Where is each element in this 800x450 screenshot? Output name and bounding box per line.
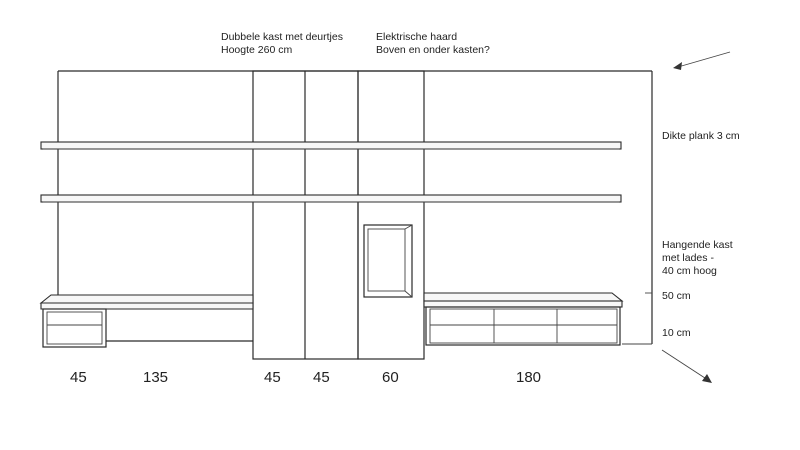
- double-cabinet-note-line1: Dubbele kast met deurtjes: [221, 31, 343, 43]
- left-drawer-inner: [46, 311, 103, 345]
- right-low-plank-top: [423, 292, 624, 302]
- left-drawer-box: [42, 308, 107, 348]
- width-label-45-left: 45: [70, 369, 87, 386]
- fireplace-note-line1: Elektrische haard: [376, 31, 458, 43]
- fireplace-opening: [363, 224, 413, 298]
- arrow-top-line: [677, 51, 731, 68]
- fireplace-note-line2: Boven en onder kasten?: [376, 44, 490, 56]
- hanging-note-line3: 40 cm hoog: [662, 265, 717, 277]
- hanging-note-line1: Hangende kast: [662, 239, 733, 251]
- fireplace-column: [357, 70, 425, 360]
- arrow-top-head: [673, 62, 682, 70]
- fireplace-depth-line: [404, 224, 413, 230]
- left-low-plank: [40, 302, 254, 310]
- floating-shelf-bottom: [40, 194, 622, 203]
- left-low-plank-top: [39, 294, 254, 304]
- height-50-label: 50 cm: [662, 290, 691, 302]
- right-low-plank: [423, 300, 623, 308]
- shelf-thickness-note: Dikte plank 3 cm: [662, 130, 740, 142]
- floating-shelf-top: [40, 141, 622, 150]
- width-label-45-cabinet-a: 45: [264, 369, 281, 386]
- fireplace-inner: [367, 228, 406, 292]
- height-10-label: 10 cm: [662, 327, 691, 339]
- width-label-60: 60: [382, 369, 399, 386]
- hanging-note-line2: met lades -: [662, 252, 714, 264]
- arrow-bottom-head: [702, 374, 712, 383]
- hanging-drawer-cabinet: [425, 306, 621, 346]
- arrow-bottom-line: [661, 349, 709, 381]
- double-cabinet-note: Dubbele kast met deurtjes Hoogte 260 cm: [221, 31, 343, 57]
- fireplace-depth-line: [404, 290, 413, 298]
- width-label-180: 180: [516, 369, 542, 386]
- double-cabinet-note-line2: Hoogte 260 cm: [221, 44, 293, 56]
- width-label-45-cabinet-b: 45: [313, 369, 330, 386]
- hanging-drawer-inner: [429, 308, 618, 344]
- hanging-cabinet-note: Hangende kast met lades - 40 cm hoog: [662, 239, 733, 278]
- width-label-135: 135: [143, 369, 169, 386]
- fireplace-note: Elektrische haard Boven en onder kasten?: [376, 31, 490, 57]
